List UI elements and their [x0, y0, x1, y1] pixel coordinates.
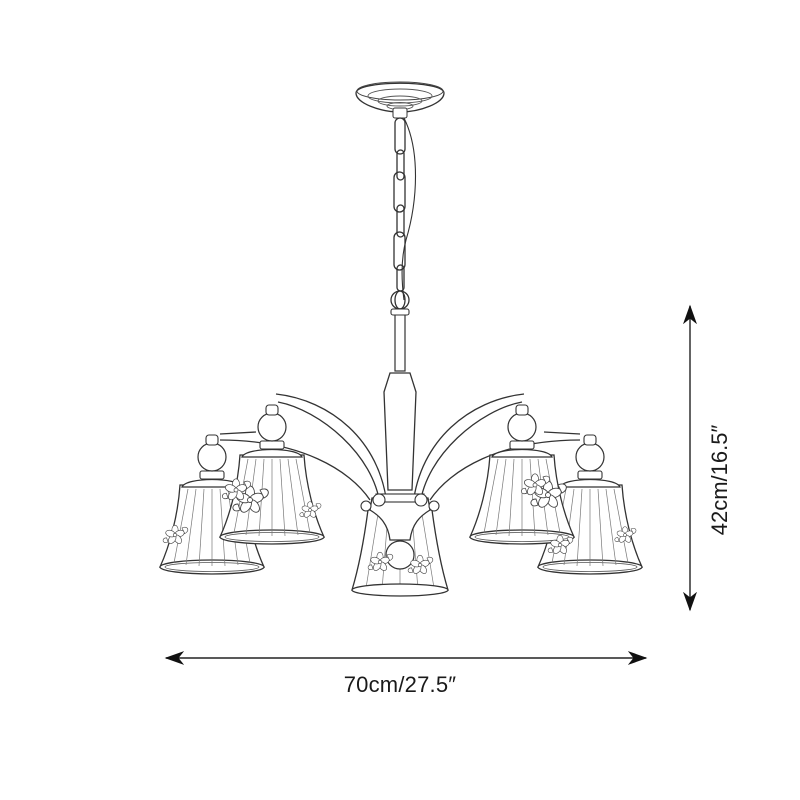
height-label: 42cm/16.5″	[707, 424, 732, 536]
canopy	[355, 81, 445, 119]
center-hub	[351, 493, 449, 597]
width-label: 70cm/27.5″	[343, 672, 457, 697]
arms	[219, 393, 581, 506]
shade-inner-right	[469, 404, 575, 545]
center-stem	[383, 308, 417, 491]
shade-inner-left	[219, 404, 325, 545]
chain	[390, 117, 417, 310]
height-label-container: 42cm/16.5″	[700, 380, 740, 580]
